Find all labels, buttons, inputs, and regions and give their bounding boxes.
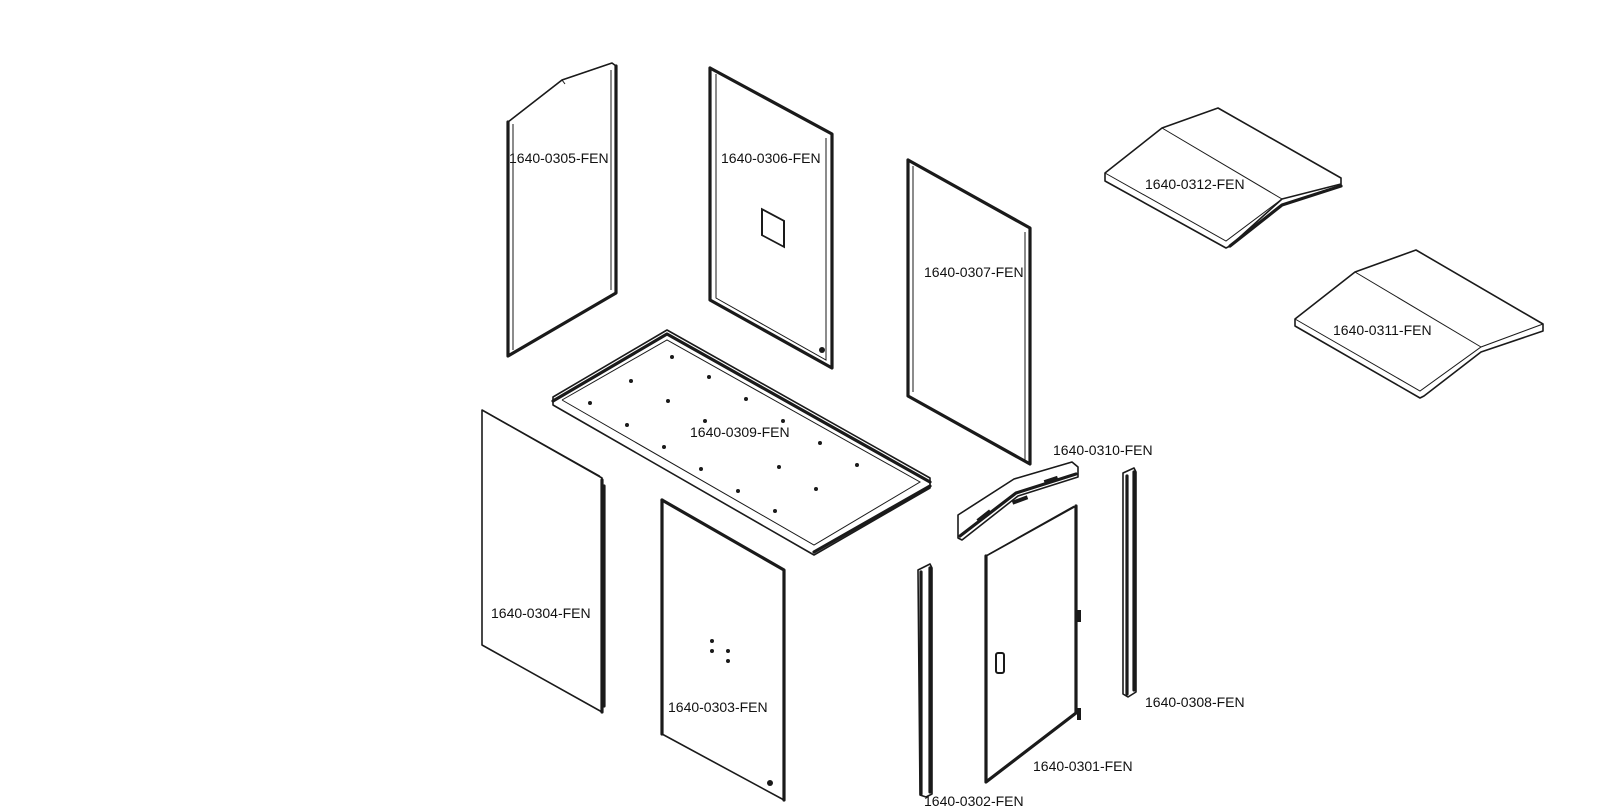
part-label: 1640-0309-FEN	[690, 424, 790, 440]
bracket-plate	[761, 207, 785, 249]
part-label: 1640-0308-FEN	[1145, 694, 1245, 710]
part-label: 1640-0301-FEN	[1033, 758, 1133, 774]
door-handle	[995, 652, 1005, 674]
floor-holes	[588, 355, 859, 513]
part-1640-0305-fen: 1640-0305-FEN	[506, 62, 618, 358]
part-1640-0303-fen: 1640-0303-FEN	[660, 498, 786, 802]
part-label: 1640-0311-FEN	[1333, 322, 1432, 338]
part-label: 1640-0302-FEN	[924, 793, 1024, 807]
part-1640-0306-fen: 1640-0306-FEN	[708, 66, 834, 370]
part-1640-0311-fen: 1640-0311-FEN	[1294, 249, 1544, 399]
part-1640-0309-fen: 1640-0309-FEN	[551, 329, 932, 556]
part-1640-0310-fen: 1640-0310-FEN	[957, 442, 1153, 541]
part-1640-0301-fen: 1640-0301-FEN	[984, 504, 1133, 784]
part-1640-0307-fen: 1640-0307-FEN	[906, 158, 1032, 466]
part-label: 1640-0307-FEN	[924, 264, 1024, 280]
part-1640-0302-fen: 1640-0302-FEN	[917, 563, 1024, 807]
part-1640-0304-fen: 1640-0304-FEN	[481, 409, 606, 714]
part-label: 1640-0306-FEN	[721, 150, 821, 166]
part-label: 1640-0303-FEN	[668, 699, 768, 715]
part-1640-0308-fen: 1640-0308-FEN	[1122, 467, 1245, 710]
part-label: 1640-0304-FEN	[491, 605, 591, 621]
part-label: 1640-0305-FEN	[509, 150, 609, 166]
part-label: 1640-0312-FEN	[1145, 176, 1245, 192]
part-label: 1640-0310-FEN	[1053, 442, 1153, 458]
part-1640-0312-fen: 1640-0312-FEN	[1104, 107, 1343, 249]
